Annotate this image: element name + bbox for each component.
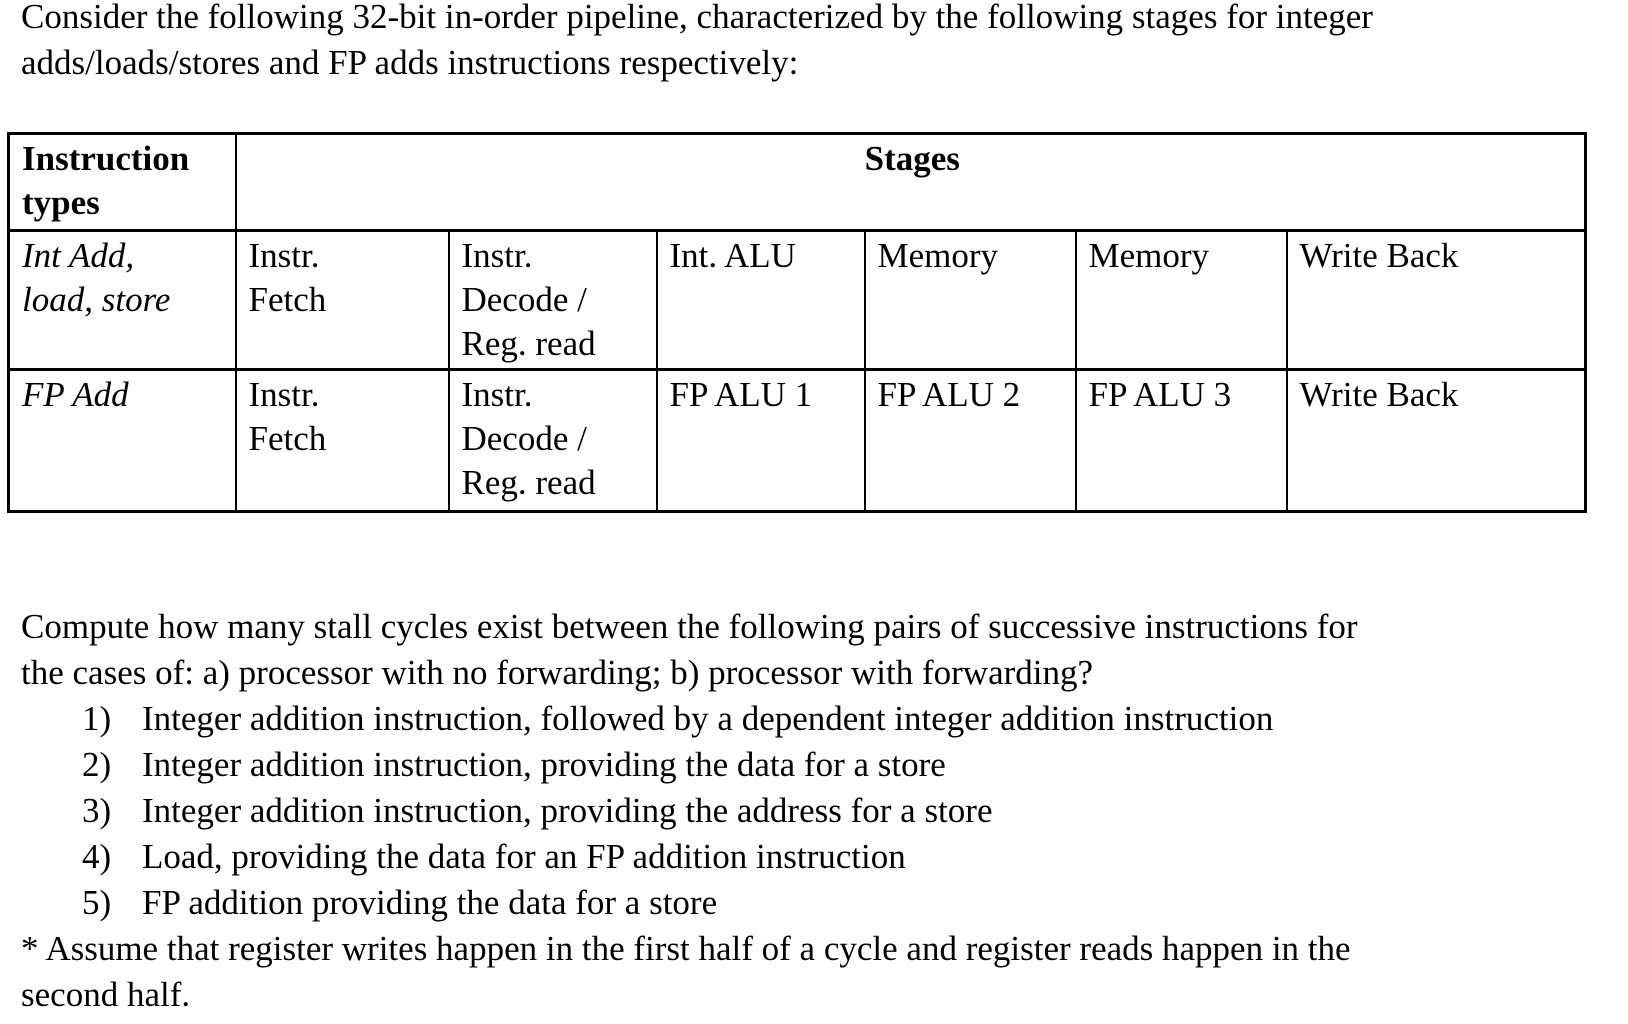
list-item-number: 4) [82, 837, 112, 876]
footnote: * Assume that register writes happen in … [21, 926, 1628, 1018]
list-item: 1) Integer addition instruction, followe… [21, 696, 1628, 742]
list-item-text: FP addition providing the data for a sto… [142, 883, 718, 922]
list-item-text: Integer addition instruction, followed b… [142, 699, 1274, 738]
stage-cell: Int. ALU [655, 229, 866, 371]
list-item: 2) Integer addition instruction, providi… [21, 742, 1628, 788]
question-line-2: the cases of: a) processor with no forwa… [21, 653, 1094, 692]
question-paragraph: Compute how many stall cycles exist betw… [21, 604, 1628, 696]
stage-cell: FP ALU 3 [1074, 368, 1288, 513]
stage-cell: Write Back [1285, 229, 1587, 371]
instruction-type-cell: Int Add,load, store [7, 229, 237, 371]
list-item: 3) Integer addition instruction, providi… [21, 788, 1628, 834]
stage-cell: Instr.Decode /Reg. read [447, 229, 658, 371]
intro-line-1: Consider the following 32-bit in-order p… [21, 0, 1373, 36]
question-line-1: Compute how many stall cycles exist betw… [21, 607, 1358, 646]
stage-cell: Instr.Fetch [234, 229, 450, 371]
list-item-number: 5) [82, 883, 112, 922]
question-list: 1) Integer addition instruction, followe… [21, 696, 1628, 926]
list-item-number: 1) [82, 699, 112, 738]
intro-line-2: adds/loads/stores and FP adds instructio… [21, 43, 799, 82]
stage-cell: FP ALU 2 [863, 368, 1077, 513]
list-item-number: 2) [82, 745, 112, 784]
fp-add-row: FP Add Instr.Fetch Instr.Decode /Reg. re… [7, 368, 1587, 513]
list-item: 4) Load, providing the data for an FP ad… [21, 834, 1628, 880]
list-item-text: Integer addition instruction, providing … [142, 745, 946, 784]
stage-cell: Memory [863, 229, 1077, 371]
header-stages-cell: Stages [234, 132, 1587, 232]
list-item-text: Integer addition instruction, providing … [142, 791, 993, 830]
footnote-line-2: second half. [21, 975, 191, 1014]
list-item-number: 3) [82, 791, 112, 830]
footnote-line-1: * Assume that register writes happen in … [21, 929, 1351, 968]
list-item: 5) FP addition providing the data for a … [21, 880, 1628, 926]
stage-cell: Instr.Fetch [234, 368, 450, 513]
instruction-type-cell: FP Add [7, 368, 237, 513]
stage-cell: Instr.Decode /Reg. read [447, 368, 658, 513]
list-item-text: Load, providing the data for an FP addit… [142, 837, 906, 876]
stage-cell: Write Back [1285, 368, 1587, 513]
stages-label: Stages [864, 139, 960, 178]
stage-cell: Memory [1074, 229, 1288, 371]
intro-paragraph: Consider the following 32-bit in-order p… [21, 0, 1628, 86]
stage-cell: FP ALU 1 [655, 368, 866, 513]
int-instructions-row: Int Add,load, store Instr.Fetch Instr.De… [7, 229, 1587, 371]
